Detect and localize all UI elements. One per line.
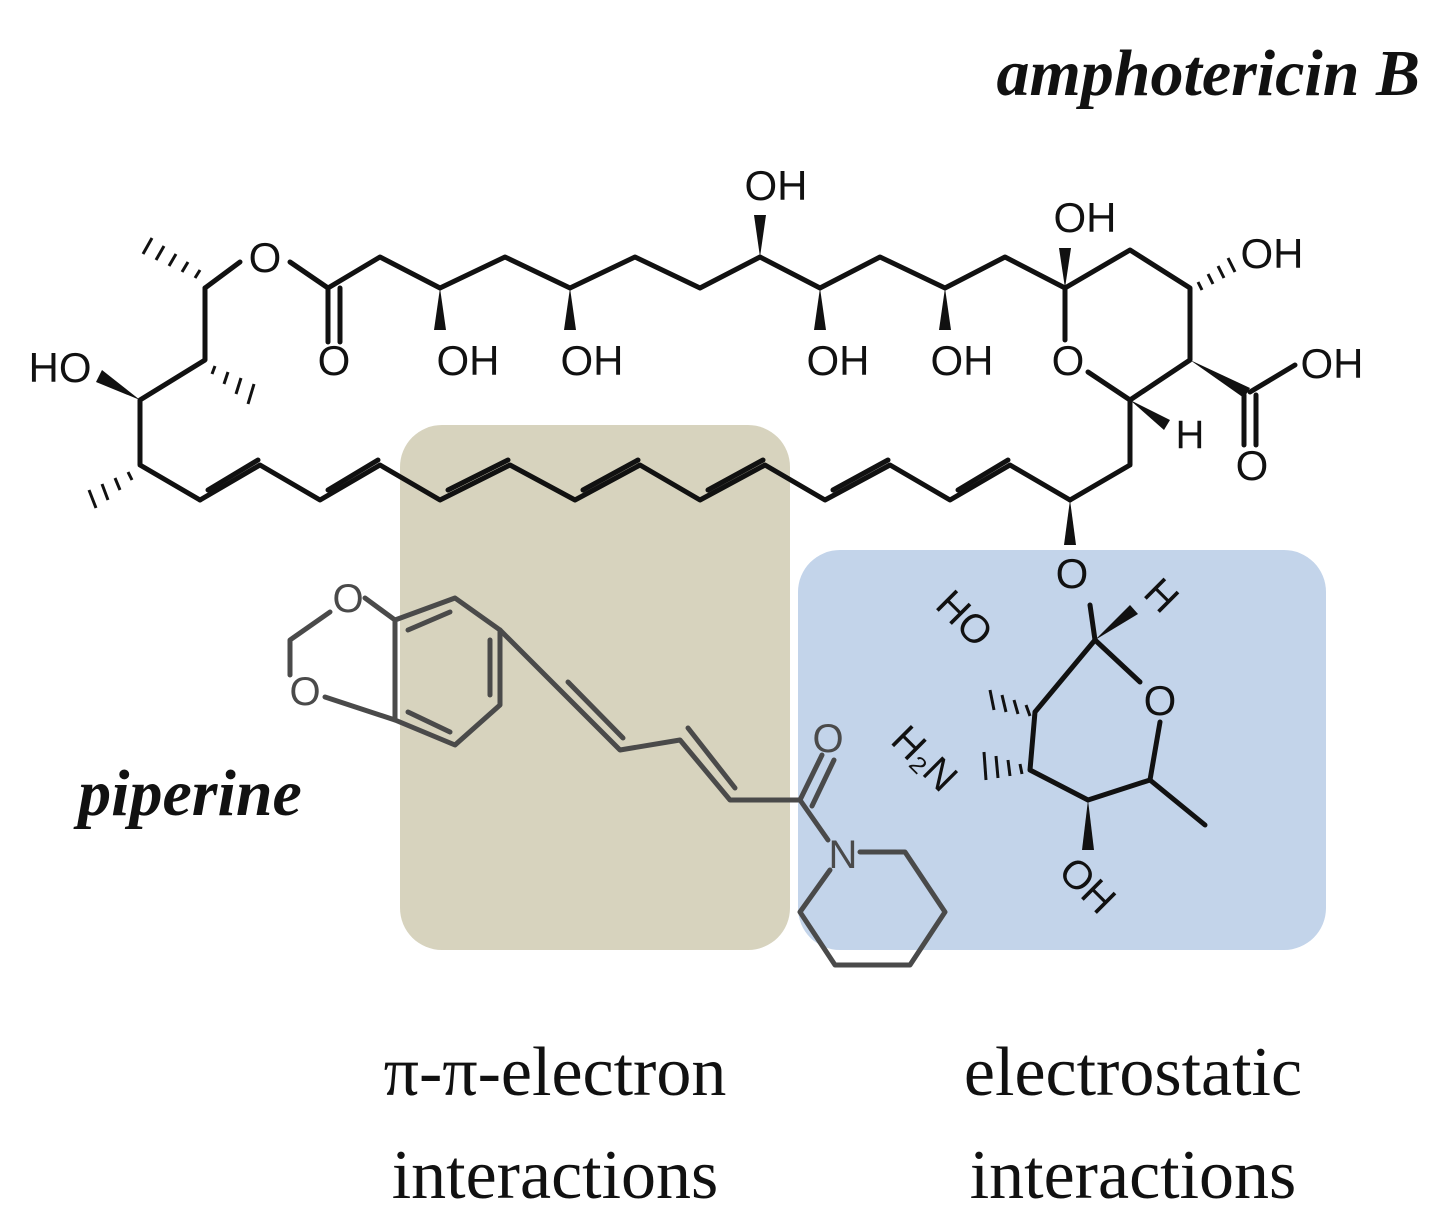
pi-interaction-region [400,425,790,950]
atom-o: O [289,670,320,714]
atom-oh: OH [1054,194,1117,241]
atom-oh: OH [931,337,994,384]
atom-oh: OH [437,337,500,384]
atom-o: O [1052,337,1085,384]
atom-o: O [812,717,843,761]
atom-o: O [1236,442,1269,489]
atom-o: O [332,577,363,621]
atom-oh: OH [745,162,808,209]
atom-h: H [1176,413,1205,457]
atom-ho: HO [29,344,92,391]
atom-oh: OH [1301,340,1364,387]
wedge-ho [96,370,140,400]
electrostatic-caption-line1: electrostatic [964,1034,1302,1111]
piperine-structure [287,595,948,968]
hashed-ho-sugar [988,689,1032,717]
hashed-methyl-1 [141,237,202,279]
atom-oh: OH [807,337,870,384]
atom-o: O [1144,677,1177,724]
pi-caption-line2: interactions [392,1137,719,1214]
piperine-atom-labels: O O O N [289,577,857,877]
atom-o: O [249,234,282,281]
electrostatic-caption-line2: interactions [970,1137,1297,1214]
amphotericin-structure [87,215,1298,545]
electrostatic-interaction-region [798,550,1326,950]
hashed-nh2-sugar [982,751,1024,781]
atom-oh: OH [561,337,624,384]
pi-caption-line1: π-π-electron [384,1034,727,1111]
amphotericin-atom-labels: O O HO OH OH OH OH OH OH OH O OH H O O [29,162,1364,597]
mycosamine-structure [982,602,1208,850]
atom-o: O [1056,550,1089,597]
atom-oh: OH [1241,230,1304,277]
hashed-methyl-2 [210,365,256,405]
piperine-label: piperine [73,757,302,830]
atom-n: N [829,833,858,877]
hashed-oh-ring [1196,257,1237,291]
atom-o: O [318,337,351,384]
hashed-methyl-3 [87,471,134,509]
amphotericin-label: amphotericin B [996,37,1420,110]
